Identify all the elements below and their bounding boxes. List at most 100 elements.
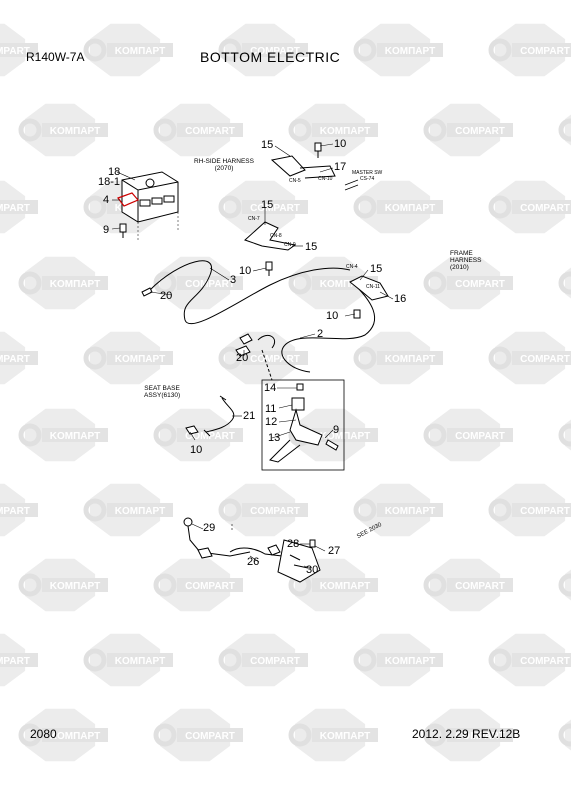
watermark-text: KOMПAPT — [320, 126, 371, 137]
watermark-tile: KOMПAPT — [288, 408, 378, 462]
page-title: BOTTOM ELECTRIC — [200, 49, 341, 65]
connector-label: CN-11 — [366, 284, 381, 290]
watermark-tile: KOMПAPT — [18, 558, 108, 612]
watermark-tile: COMPART — [423, 558, 513, 612]
callout-number: 18-1 — [98, 176, 121, 188]
harness-3-drawing — [149, 260, 351, 325]
callout-number: 4 — [103, 194, 110, 206]
page-number: 2080 — [30, 727, 57, 741]
callout-number: 3 — [230, 274, 237, 286]
watermark-tile: KOMПAPT — [288, 103, 378, 157]
watermark-tile: KOMПAPT — [83, 483, 173, 537]
watermark-tile: KOMПAPT — [558, 267, 571, 299]
watermark-tile: KOMПAPT — [288, 708, 378, 762]
watermark-tile: COMPART — [218, 23, 308, 77]
watermark-tile: COMPART — [423, 256, 513, 310]
callout-number: 28 — [287, 538, 300, 550]
watermark-tile: COMPART — [0, 483, 38, 537]
watermark-text: COMPART — [0, 354, 30, 365]
callout-number: 18 — [108, 166, 121, 178]
watermark-tile: KOMПAPT — [353, 331, 443, 385]
watermark-tile: COMPART — [488, 180, 571, 234]
cable-21-drawing — [205, 397, 235, 433]
watermark-text: KOMПAPT — [115, 656, 166, 667]
callout-number: 14 — [264, 382, 277, 394]
switch-assembly-drawing — [269, 383, 323, 463]
callout-number: 29 — [203, 522, 216, 534]
watermark-tile: COMPART — [0, 180, 38, 234]
connector-label: CN-8 — [270, 233, 282, 239]
callout-number: 21 — [243, 410, 256, 422]
lower-assembly-drawing — [183, 517, 321, 583]
connector-label: CN-7 — [248, 216, 260, 222]
watermark-text: COMPART — [250, 506, 300, 517]
watermark-text: COMPART — [520, 46, 570, 57]
watermark-tile: KOMПAPT — [18, 708, 108, 762]
connector-label: CN-9 — [284, 242, 296, 248]
watermark-tile: COMPART — [218, 483, 308, 537]
watermark-tile: KOMПAPT — [83, 633, 173, 687]
watermark-tile: COMPART — [488, 633, 571, 687]
watermark-text: COMPART — [455, 581, 505, 592]
callout-number: 10 — [190, 444, 203, 456]
callout-number: 17 — [334, 161, 347, 173]
watermark-text: KOMПAPT — [50, 279, 101, 290]
rh-side-harness-label: RH-SIDE HARNESS(2070) — [194, 158, 254, 172]
watermark-tile: COMPART — [153, 708, 243, 762]
watermark-text: KOMПAPT — [50, 431, 101, 442]
watermark-tile: KOMПAPT — [353, 633, 443, 687]
watermark-text: COMPART — [455, 279, 505, 290]
callout-number: 30 — [306, 564, 319, 576]
watermark-tile: COMPART — [0, 331, 38, 385]
watermark-tile: KOMПAPT — [558, 419, 571, 451]
watermark-tile: KOMПAPT — [353, 180, 443, 234]
watermark-text: COMPART — [455, 126, 505, 137]
watermark-text: KOMПAPT — [50, 581, 101, 592]
watermark-tile: KOMПAPT — [558, 719, 571, 751]
callout-number: 10 — [334, 138, 347, 150]
watermark-tile: KOMПAPT — [558, 569, 571, 601]
watermark-text: COMPART — [185, 431, 235, 442]
watermark-text: COMPART — [455, 731, 505, 742]
watermark-tile: KOMПAPT — [18, 256, 108, 310]
watermark-tile: COMPART — [488, 331, 571, 385]
watermark-text: COMPART — [0, 506, 30, 517]
watermark-text: COMPART — [185, 126, 235, 137]
watermark-text: COMPART — [250, 203, 300, 214]
harness-2-drawing — [281, 284, 376, 373]
watermark-text: COMPART — [520, 506, 570, 517]
connector-label: CN-4 — [346, 264, 358, 270]
watermark-text: KOMПAPT — [385, 354, 436, 365]
watermark-tile: KOMПAPT — [558, 114, 571, 146]
watermark-text: KOMПAPT — [115, 506, 166, 517]
watermark-text: COMPART — [520, 656, 570, 667]
callout-number: 26 — [247, 556, 260, 568]
bolt-9-top-drawing — [119, 223, 127, 238]
watermark-text: KOMПAPT — [50, 126, 101, 137]
watermark-text: COMPART — [185, 731, 235, 742]
watermark-text: COMPART — [250, 656, 300, 667]
watermark-text: KOMПAPT — [385, 656, 436, 667]
watermark-tile: KOMПAPT — [83, 23, 173, 77]
connector-label: CN-5 — [289, 178, 301, 184]
watermark-tile: COMPART — [488, 483, 571, 537]
watermark-tile: COMPART — [423, 408, 513, 462]
watermark-tile: COMPART — [423, 103, 513, 157]
watermark-text: KOMПAPT — [50, 731, 101, 742]
watermark-text: KOMПAPT — [115, 354, 166, 365]
watermark-text: COMPART — [185, 279, 235, 290]
callout-number: 9 — [103, 224, 110, 236]
watermark-text: COMPART — [185, 581, 235, 592]
watermark-tile: KOMПAPT — [83, 331, 173, 385]
callout-number: 15 — [305, 241, 318, 253]
callout-number: 9 — [333, 424, 340, 436]
watermark-text: COMPART — [250, 354, 300, 365]
watermark-text: COMPART — [520, 203, 570, 214]
watermark-tile: KOMПAPT — [18, 103, 108, 157]
watermark-tile: COMPART — [0, 23, 38, 77]
